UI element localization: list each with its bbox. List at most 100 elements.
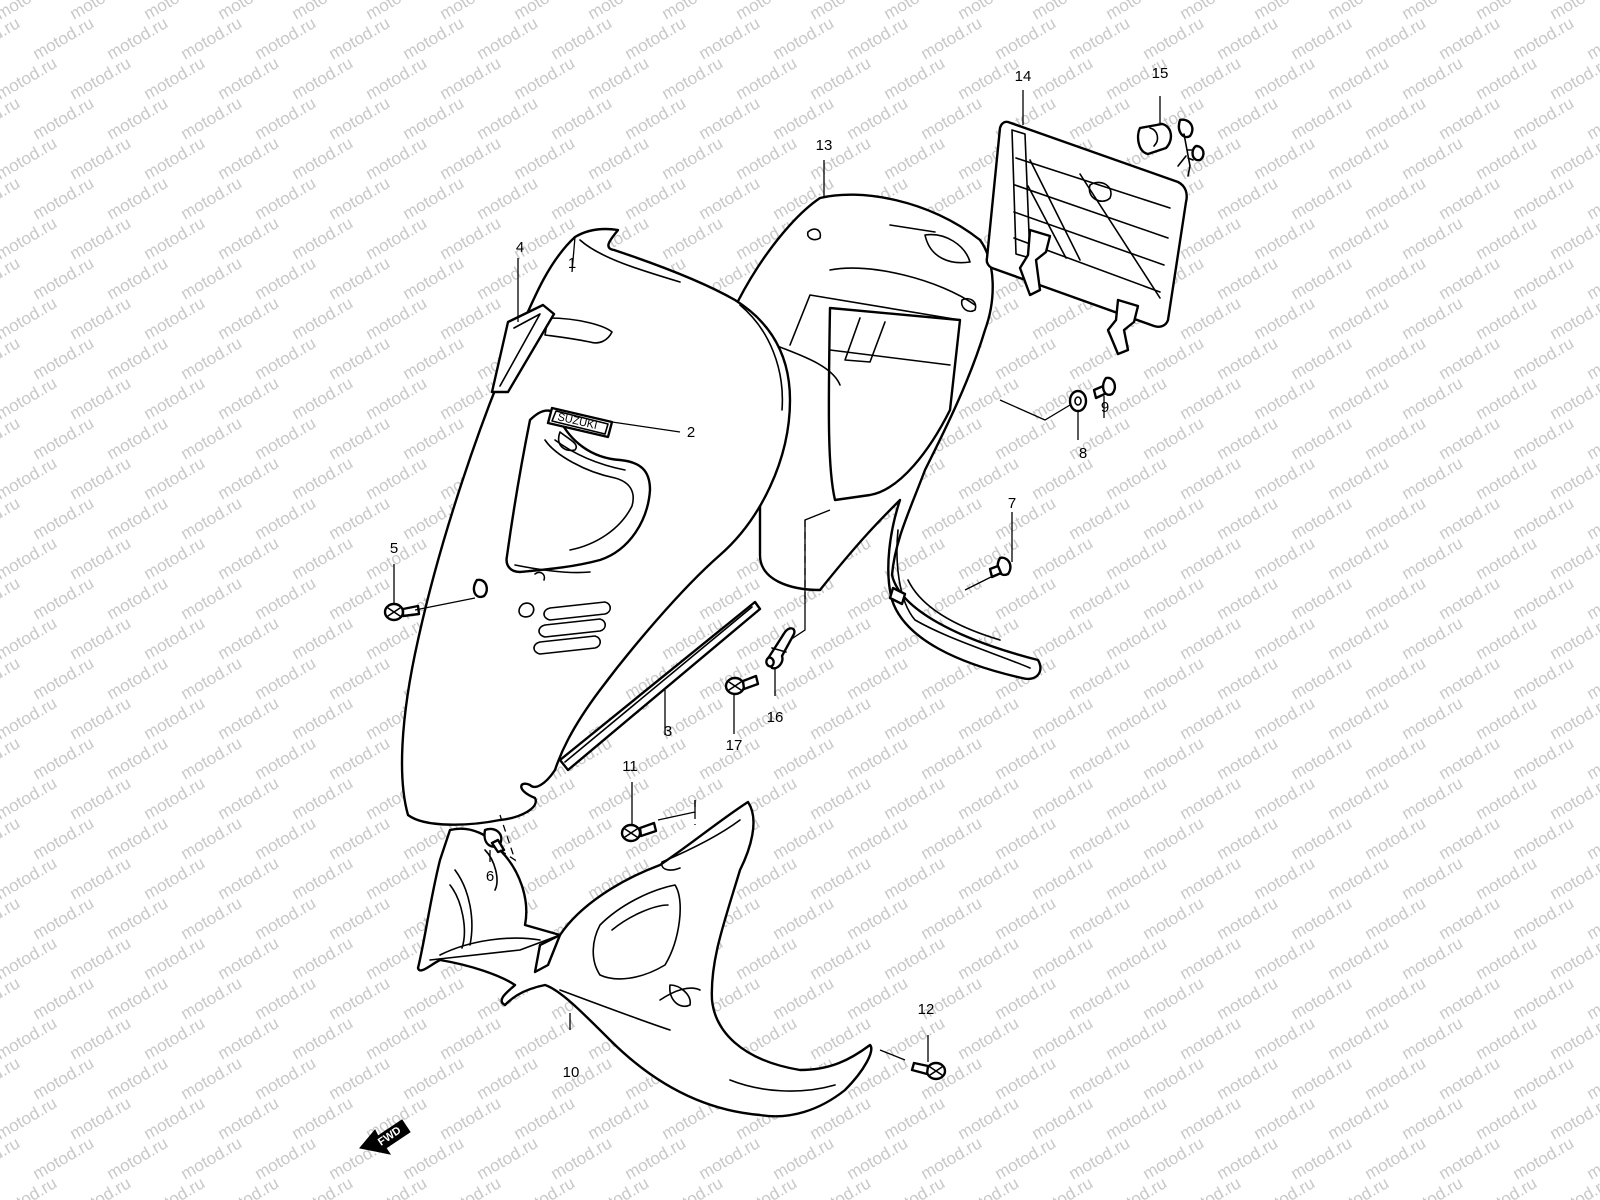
watermark-text: motod.ru [0, 493, 23, 543]
watermark-text: motod.ru [1029, 1093, 1097, 1143]
watermark-text: motod.ru [67, 773, 135, 823]
watermark-text: motod.ru [0, 1133, 23, 1183]
watermark-text: motod.ru [215, 693, 283, 743]
watermark-text: motod.ru [1473, 1013, 1541, 1063]
watermark-text: motod.ru [400, 93, 468, 143]
watermark-text: motod.ru [1177, 453, 1245, 503]
part-screw-7 [988, 556, 1012, 579]
watermark-text: motod.ru [437, 1093, 505, 1143]
watermark-text: motod.ru [1066, 1053, 1134, 1103]
callout-6: 6 [486, 868, 494, 885]
watermark-text: motod.ru [215, 933, 283, 983]
watermark-text: motod.ru [770, 733, 838, 783]
watermark-text: motod.ru [1510, 1133, 1578, 1183]
watermark-text: motod.ru [104, 813, 172, 863]
watermark-text: motod.ru [30, 253, 98, 303]
watermark-text: motod.ru [1510, 1053, 1578, 1103]
callout-11: 11 [622, 758, 638, 775]
watermark-text: motod.ru [992, 973, 1060, 1023]
watermark-text: motod.ru [326, 333, 394, 383]
watermark-text: motod.ru [1177, 853, 1245, 903]
part-lock-and-keys [1136, 118, 1205, 177]
watermark-text: motod.ru [141, 213, 209, 263]
watermark-text: motod.ru [1473, 693, 1541, 743]
watermark-text: motod.ru [104, 173, 172, 223]
watermark-text: motod.ru [1362, 813, 1430, 863]
watermark-text: motod.ru [881, 853, 949, 903]
watermark-text: motod.ru [1547, 773, 1600, 823]
watermark-text: motod.ru [141, 773, 209, 823]
watermark-text: motod.ru [955, 773, 1023, 823]
watermark-text: motod.ru [1288, 413, 1356, 463]
watermark-text: motod.ru [141, 693, 209, 743]
watermark-text: motod.ru [955, 853, 1023, 903]
watermark-text: motod.ru [1547, 693, 1600, 743]
watermark-text: motod.ru [881, 133, 949, 183]
watermark-text: motod.ru [1288, 93, 1356, 143]
watermark-text: motod.ru [659, 133, 727, 183]
watermark-text: motod.ru [1436, 253, 1504, 303]
watermark-text: motod.ru [1399, 373, 1467, 423]
watermark-text: motod.ru [1066, 573, 1134, 623]
watermark-text: motod.ru [955, 933, 1023, 983]
watermark-text: motod.ru [807, 1173, 875, 1200]
watermark-text: motod.ru [1436, 1053, 1504, 1103]
watermark-text: motod.ru [363, 133, 431, 183]
watermark-text: motod.ru [1362, 413, 1430, 463]
watermark-text: motod.ru [252, 333, 320, 383]
part-screw-12 [910, 1061, 947, 1081]
watermark-text: motod.ru [1214, 813, 1282, 863]
watermark-text: motod.ru [1362, 733, 1430, 783]
watermark-text: motod.ru [67, 933, 135, 983]
watermark-text: motod.ru [955, 693, 1023, 743]
watermark-text: motod.ru [1584, 573, 1600, 623]
watermark-text: motod.ru [770, 13, 838, 63]
watermark-text: motod.ru [1510, 973, 1578, 1023]
watermark-text: motod.ru [585, 1093, 653, 1143]
watermark-text: motod.ru [1066, 93, 1134, 143]
watermark-text: motod.ru [1362, 173, 1430, 223]
watermark-text: motod.ru [141, 933, 209, 983]
watermark-text: motod.ru [1029, 693, 1097, 743]
watermark-text: motod.ru [1547, 853, 1600, 903]
watermark-text: motod.ru [733, 53, 801, 103]
callout-9: 9 [1101, 399, 1109, 416]
watermark-text: motod.ru [1584, 733, 1600, 783]
watermark-text: motod.ru [252, 93, 320, 143]
watermark-text: motod.ru [807, 773, 875, 823]
watermark-text: motod.ru [992, 1053, 1060, 1103]
watermark-text: motod.ru [67, 1093, 135, 1143]
watermark-text: motod.ru [1214, 893, 1282, 943]
watermark-text: motod.ru [30, 333, 98, 383]
watermark-text: motod.ru [1288, 333, 1356, 383]
watermark-text: motod.ru [363, 373, 431, 423]
watermark-text: motod.ru [1325, 773, 1393, 823]
watermark-text: motod.ru [733, 933, 801, 983]
watermark-text: motod.ru [1140, 653, 1208, 703]
watermark-text: motod.ru [252, 253, 320, 303]
watermark-text: motod.ru [1362, 1133, 1430, 1183]
watermark-text: motod.ru [1325, 933, 1393, 983]
watermark-text: motod.ru [30, 813, 98, 863]
watermark-text: motod.ru [30, 493, 98, 543]
watermark-text: motod.ru [104, 893, 172, 943]
watermark-text: motod.ru [1436, 973, 1504, 1023]
watermark-text: motod.ru [1510, 333, 1578, 383]
watermark-text: motod.ru [992, 573, 1060, 623]
watermark-text: motod.ru [1029, 53, 1097, 103]
watermark-text: motod.ru [104, 653, 172, 703]
watermark-text: motod.ru [1399, 453, 1467, 503]
watermark-text: motod.ru [215, 373, 283, 423]
callout-16: 16 [767, 709, 784, 726]
watermark-text: motod.ru [1214, 333, 1282, 383]
watermark-text: motod.ru [1362, 493, 1430, 543]
part-trim-strip [490, 303, 556, 394]
watermark-text: motod.ru [1214, 1133, 1282, 1183]
watermark-text: motod.ru [1473, 293, 1541, 343]
watermark-text: motod.ru [252, 493, 320, 543]
watermark-text: motod.ru [1547, 933, 1600, 983]
watermark-text: motod.ru [400, 13, 468, 63]
watermark-text: motod.ru [1214, 413, 1282, 463]
watermark-text: motod.ru [511, 1013, 579, 1063]
watermark-text: motod.ru [992, 733, 1060, 783]
